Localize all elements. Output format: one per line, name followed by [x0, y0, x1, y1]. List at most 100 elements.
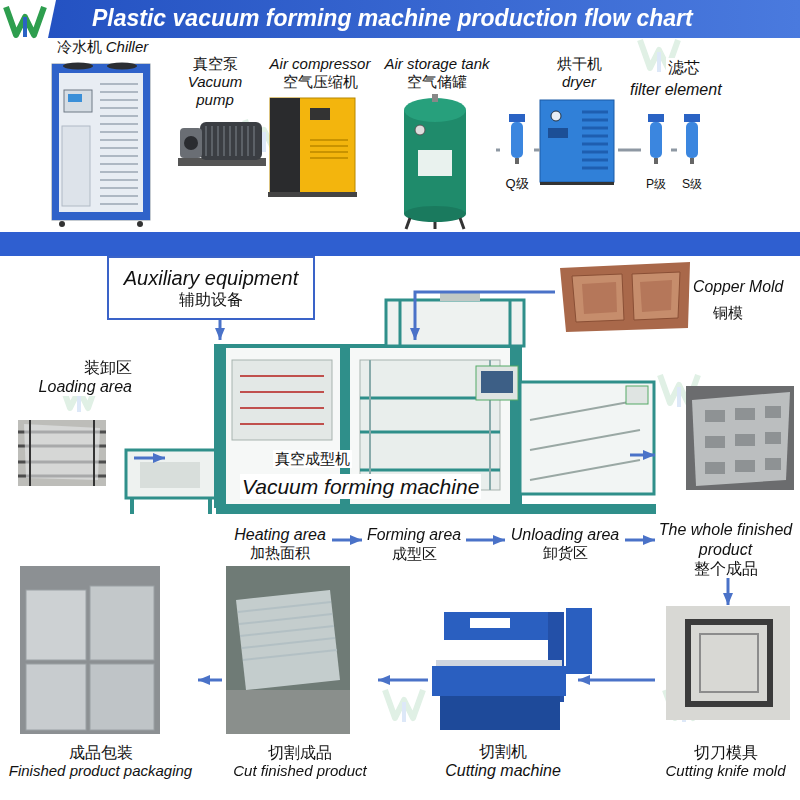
node-heading: Air storage tank	[382, 55, 491, 73]
finished-product-photo-part	[705, 406, 781, 474]
packaging-photo	[20, 566, 160, 734]
text-group: 切割机Cutting machine	[428, 742, 578, 780]
filter-drawing-part	[515, 158, 519, 164]
finished-product-photo	[686, 386, 794, 490]
filter-node: P级	[641, 110, 671, 192]
text-group: Q级	[500, 176, 534, 192]
filter-node: Q级	[500, 110, 534, 192]
title-banner-part	[48, 0, 800, 38]
vacuum-forming-machine-drawing-part	[386, 300, 524, 346]
node-subtext: Cutting machine	[443, 761, 563, 780]
text-group: 装卸区Loading area	[14, 358, 134, 396]
air-compressor-drawing-part	[310, 108, 330, 120]
node-heading: Air compressor	[268, 55, 373, 73]
vacuum-forming-machine-drawing-part	[132, 498, 210, 514]
air-compressor-drawing-part	[268, 192, 357, 197]
filter-drawing-part	[654, 158, 658, 164]
node-heading: 装卸区	[82, 358, 134, 377]
node-heading: The whole finished product	[655, 520, 796, 558]
node-subtext: 卸货区	[541, 545, 590, 563]
node-heading: S级	[680, 177, 704, 192]
node-subtext: dryer	[560, 73, 598, 91]
cut-product-photo-part	[236, 590, 340, 690]
node-subtext: 空气压缩机	[281, 73, 360, 91]
vacuum-pump-drawing-part	[184, 136, 198, 150]
vacuum-forming-machine-drawing-part	[216, 346, 226, 514]
flow-arrow	[630, 454, 655, 457]
packaging-node: 成品包装Finished product packaging	[3, 563, 198, 780]
chiller-drawing-part	[52, 64, 150, 220]
air-tank-drawing-part	[418, 150, 452, 176]
node-heading: Heating area	[232, 525, 328, 544]
vacuum-forming-machine-drawing-part	[240, 376, 324, 424]
mold-node: Copper Mold 铜模	[555, 258, 787, 333]
pipe-line	[534, 149, 540, 152]
cutting-machine-drawing-part	[566, 608, 592, 674]
compressor-node: Air compressor空气压缩机	[264, 55, 376, 195]
air-tank-drawing	[404, 94, 466, 229]
vacuum-forming-machine-drawing-part	[520, 382, 654, 494]
loading-photo	[18, 420, 106, 486]
logo-part	[23, 17, 27, 37]
text-group: 真空泵Vacuum pump	[168, 55, 262, 109]
text-group: Air storage tank空气储罐	[378, 55, 496, 91]
vacuum-forming-machine-drawing-part	[481, 371, 513, 393]
filter-drawing-part	[509, 114, 525, 122]
node-subtext: 铜模	[711, 304, 745, 322]
title-text: Plastic vacuum forming machine productio…	[92, 5, 693, 33]
node-heading: P级	[644, 177, 668, 192]
dryer-drawing-part	[540, 182, 614, 185]
chiller-drawing-part	[52, 212, 150, 220]
product-node: The whole finished product整个成品	[655, 382, 796, 578]
logo	[6, 7, 44, 37]
flow-arrow	[466, 539, 505, 542]
packaging-photo-part	[20, 566, 160, 734]
finished-product-photo-part	[686, 386, 794, 490]
flow-arrow	[198, 679, 222, 682]
vacuum-pump-drawing	[178, 122, 266, 166]
flow-arrow	[332, 539, 362, 542]
node-heading: Copper Mold	[691, 278, 785, 297]
vacuum-forming-machine-drawing-part	[126, 450, 216, 498]
loading-photo-part	[24, 424, 100, 480]
node-heading: Forming area	[365, 526, 463, 545]
chiller-drawing-part	[52, 64, 59, 220]
dryer-drawing-part	[540, 100, 614, 182]
auxiliary-box: Auxiliary equipment辅助设备	[107, 256, 315, 320]
text-group: The whole finished product整个成品	[655, 520, 796, 578]
node-subtext: 成型区	[390, 544, 439, 562]
node-heading: Unloading area	[509, 525, 622, 544]
filter-drawing-part	[684, 114, 700, 122]
text-group: P级	[641, 177, 671, 192]
pump-node: 真空泵Vacuum pump	[168, 55, 262, 170]
copper-mold-drawing	[560, 262, 690, 332]
air-tank-drawing-part	[406, 218, 464, 229]
vacuum-forming-machine-drawing-part	[360, 398, 500, 470]
flow-arrow	[134, 457, 165, 460]
vacuum-forming-machine-drawing-part	[626, 386, 648, 404]
vacuum-forming-machine-drawing-part	[530, 400, 640, 480]
node-subtext: Vacuum forming machine	[240, 474, 481, 499]
flow-arrow	[415, 292, 555, 340]
node-subtext: 空气储罐	[405, 73, 469, 91]
packaging-photo-part	[90, 664, 154, 730]
chiller-drawing-part	[63, 63, 93, 70]
air-tank-drawing-part	[404, 206, 466, 222]
node-heading: 真空泵	[191, 55, 240, 73]
vacuum-forming-machine-drawing	[126, 292, 656, 514]
dryer-drawing	[540, 100, 614, 185]
copper-mold-drawing-part	[560, 262, 690, 332]
node-heading: 烘干机	[555, 55, 604, 73]
filter-drawing-part	[690, 158, 694, 164]
knife-mold-photo-part	[688, 622, 770, 704]
node-subtext: Chiller	[104, 38, 151, 56]
cutting-machine-drawing-part	[432, 666, 566, 696]
cut-product-photo	[226, 566, 350, 734]
cutting-machine-drawing-part	[444, 612, 562, 640]
text-group: 成品包装Finished product packaging	[3, 743, 198, 780]
machine-node: 真空成型机Vacuum forming machine	[165, 340, 630, 520]
cut-product-photo-part	[226, 566, 350, 734]
node-subtext: Vacuum pump	[168, 73, 262, 109]
chiller-drawing-part	[143, 64, 150, 220]
